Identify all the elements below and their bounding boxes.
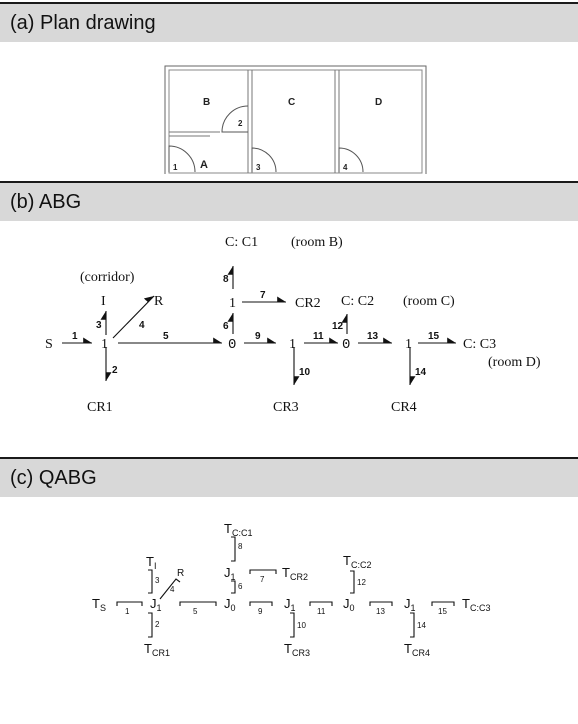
qabg-bond-15: 15	[438, 607, 447, 616]
panel-b-title: (b) ABG	[0, 181, 578, 221]
qabg-node-tcr3: TCR3	[284, 641, 310, 658]
abg-bond-9: 9	[255, 331, 261, 342]
qabg-bond-14: 14	[417, 621, 426, 630]
qabg-node-j0a: J0	[224, 596, 236, 613]
qabg-bond-4: 4	[170, 585, 175, 594]
abg-node-cr4: CR4	[391, 400, 417, 415]
room-a-label: A	[200, 159, 208, 171]
qabg-node-r: R	[177, 568, 184, 579]
door-4-label: 4	[343, 163, 348, 172]
abg-node-j1-mid: 1	[289, 337, 296, 352]
panel-c-title: (c) QABG	[0, 457, 578, 497]
abg-node-s: S	[45, 337, 53, 352]
qabg-node-ts: TS	[92, 596, 106, 613]
abg-node-j1-top: 1	[229, 296, 236, 311]
abg-node-r: R	[154, 294, 164, 309]
abg-bond-14: 14	[415, 367, 427, 378]
abg-node-c3-room: (room D)	[488, 355, 541, 370]
qabg-bond-2: 2	[155, 620, 160, 629]
qabg-node-tcr1: TCR1	[144, 641, 170, 658]
qabg-bond-3: 3	[155, 576, 160, 585]
abg-diagram: (corridor) S 1 I R CR1 0 1 C: C1 (room B…	[45, 235, 541, 415]
abg-bond-15: 15	[428, 331, 440, 342]
qabg-node-tcr4: TCR4	[404, 641, 430, 658]
qabg-bond-10: 10	[297, 621, 306, 630]
door-1-label: 1	[173, 163, 178, 172]
qabg-diagram: TS J1 TI R TCR1 J0 J1 TC:C1 TCR2 J1 TCR3…	[92, 521, 490, 658]
qabg-bond-13: 13	[376, 607, 385, 616]
abg-bond-7: 7	[260, 290, 266, 301]
qabg-bond-12: 12	[357, 578, 366, 587]
abg-node-c1: C: C1	[225, 235, 258, 250]
room-b-label: B	[203, 97, 210, 108]
abg-bond-1: 1	[72, 331, 78, 342]
abg-node-cr1: CR1	[87, 400, 113, 415]
abg-node-j0-b: 0	[342, 337, 350, 353]
abg-bond-5: 5	[163, 331, 169, 342]
abg-bond-2: 2	[112, 365, 118, 376]
abg-bond-8: 8	[223, 274, 229, 285]
qabg-node-tcc3: TC:C3	[462, 596, 490, 613]
qabg-bond-6: 6	[238, 582, 243, 591]
qabg-bond-9: 9	[258, 607, 263, 616]
qabg-bond-8: 8	[238, 542, 243, 551]
abg-node-cr3: CR3	[273, 400, 299, 415]
qabg-bond-5: 5	[193, 607, 198, 616]
qabg-node-ti: TI	[146, 554, 156, 571]
abg-bond-13: 13	[367, 331, 379, 342]
door-3-label: 3	[256, 163, 261, 172]
abg-node-j1-left: 1	[101, 337, 108, 352]
room-d-label: D	[375, 97, 382, 108]
abg-node-i: I	[101, 294, 106, 309]
abg-bond-10: 10	[299, 367, 311, 378]
door-2-label: 2	[238, 119, 243, 128]
qabg-node-j1c: J1	[284, 596, 296, 613]
abg-bond-6: 6	[223, 321, 229, 332]
qabg-node-tcc2: TC:C2	[343, 553, 371, 570]
abg-node-j0-a: 0	[228, 337, 236, 353]
abg-node-c1-room: (room B)	[291, 235, 343, 250]
abg-bond-3: 3	[96, 320, 102, 331]
room-c-label: C	[288, 97, 295, 108]
abg-corridor-label: (corridor)	[80, 270, 135, 285]
qabg-node-j1a: J1	[150, 596, 162, 613]
abg-node-cr2: CR2	[295, 296, 321, 311]
plan-drawing: B C D A 1 2 3 4	[164, 65, 427, 174]
qabg-bond-11: 11	[317, 607, 326, 616]
abg-bond-4: 4	[139, 320, 145, 331]
abg-node-j1-right: 1	[405, 337, 412, 352]
panel-a-title: (a) Plan drawing	[0, 2, 578, 42]
abg-bond-11: 11	[313, 331, 324, 342]
qabg-bond-7: 7	[260, 575, 265, 584]
qabg-bond-1: 1	[125, 607, 130, 616]
abg-bond-12: 12	[332, 321, 344, 332]
qabg-node-tcr2: TCR2	[282, 565, 308, 582]
qabg-node-tcc1: TC:C1	[224, 521, 252, 538]
abg-node-c2-room: (room C)	[403, 294, 455, 309]
qabg-node-j1b: J1	[224, 565, 236, 582]
qabg-node-j0b: J0	[343, 596, 355, 613]
abg-node-c2: C: C2	[341, 294, 374, 309]
abg-node-c3: C: C3	[463, 337, 496, 352]
qabg-node-j1d: J1	[404, 596, 416, 613]
